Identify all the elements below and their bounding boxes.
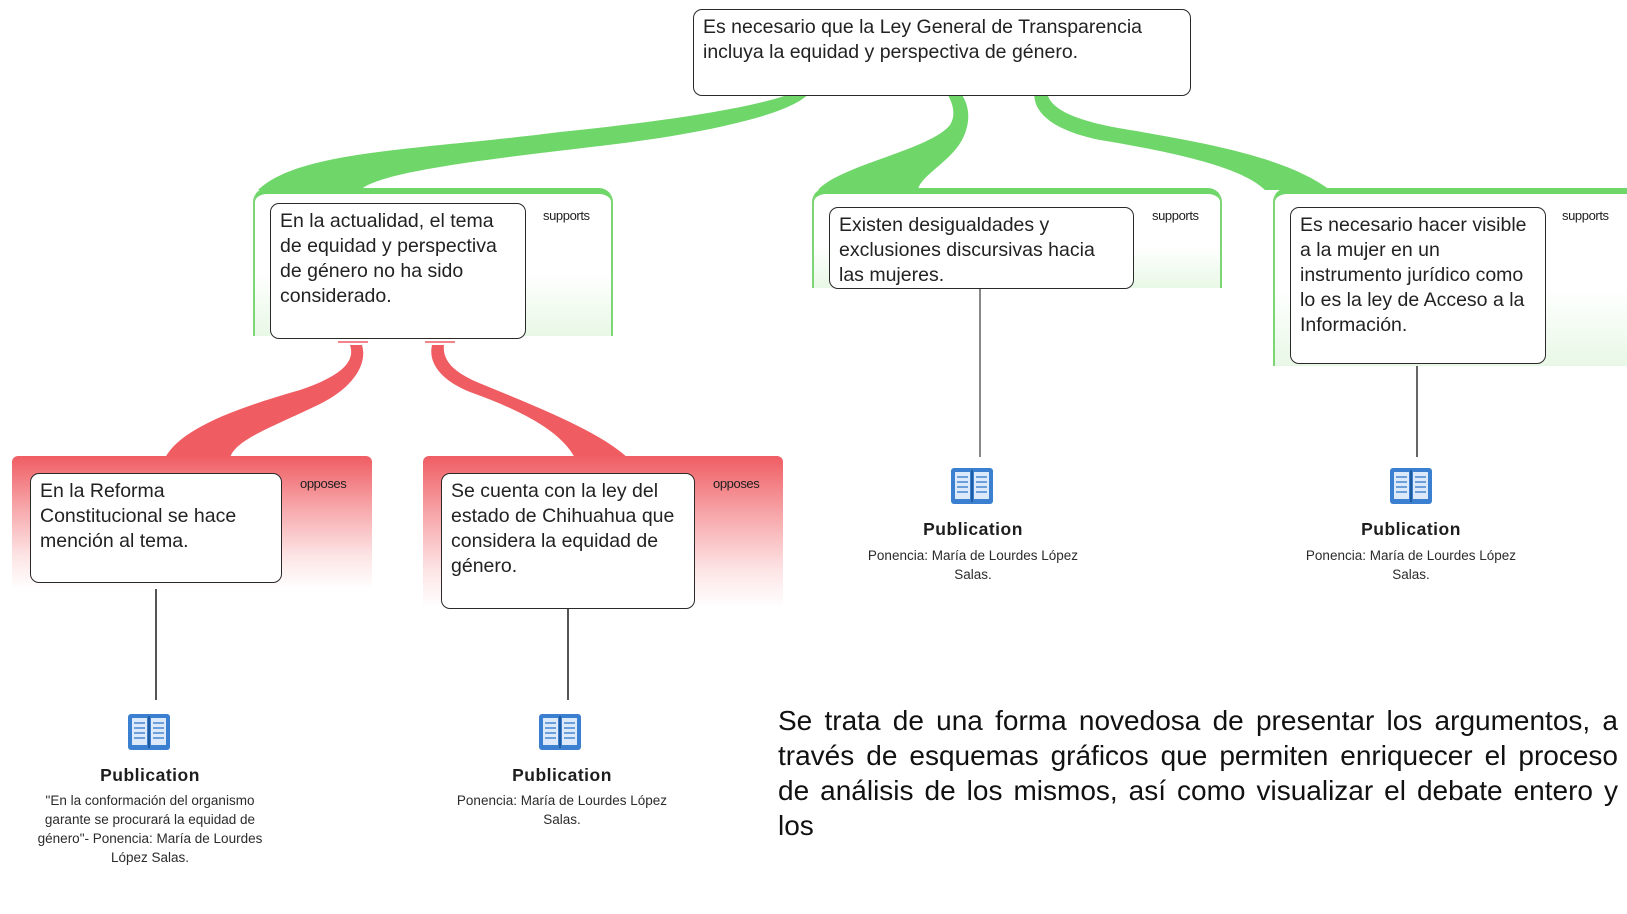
support-claim-1[interactable]: En la actualidad, el tema de equidad y p… (270, 203, 526, 339)
publication-title: Publication (100, 765, 200, 785)
relation-label-opposes-1: opposes (300, 476, 347, 491)
caption-paragraph: Se trata de una forma novedosa de presen… (778, 705, 1618, 841)
oppose-claim-1[interactable]: En la Reforma Constitucional se hace men… (30, 473, 282, 583)
publication-desc: Ponencia: María de Lourdes López Salas. (1305, 548, 1517, 582)
root-claim[interactable]: Es necesario que la Ley General de Trans… (693, 9, 1191, 96)
relation-label-supports-3: supports (1562, 208, 1609, 223)
support-connector-3 (1034, 88, 1330, 190)
support-connector-1 (258, 88, 812, 190)
publication-desc: Ponencia: María de Lourdes López Salas. (456, 793, 668, 827)
relation-label-supports-2: supports (1152, 208, 1199, 223)
oppose-connector-1 (165, 345, 364, 458)
publication-title: Publication (923, 519, 1023, 539)
book-icon[interactable] (1389, 466, 1433, 506)
support-connector-2 (818, 90, 969, 190)
relation-label-supports-1: supports (543, 208, 590, 223)
book-icon[interactable] (538, 712, 582, 752)
oppose-connector-2 (431, 345, 628, 458)
book-icon[interactable] (950, 466, 994, 506)
support-claim-3[interactable]: Es necesario hacer visible a la mujer en… (1290, 207, 1546, 364)
oppose-claim-2[interactable]: Se cuenta con la ley del estado de Chihu… (441, 473, 695, 609)
book-icon[interactable] (127, 712, 171, 752)
support-claim-2[interactable]: Existen desigualdades y exclusiones disc… (829, 207, 1134, 289)
publication-desc: "En la conformación del organismo garant… (37, 793, 263, 865)
publication-desc: Ponencia: María de Lourdes López Salas. (867, 548, 1079, 582)
publication-title: Publication (1361, 519, 1461, 539)
publication-title: Publication (512, 765, 612, 785)
relation-label-opposes-2: opposes (713, 476, 760, 491)
